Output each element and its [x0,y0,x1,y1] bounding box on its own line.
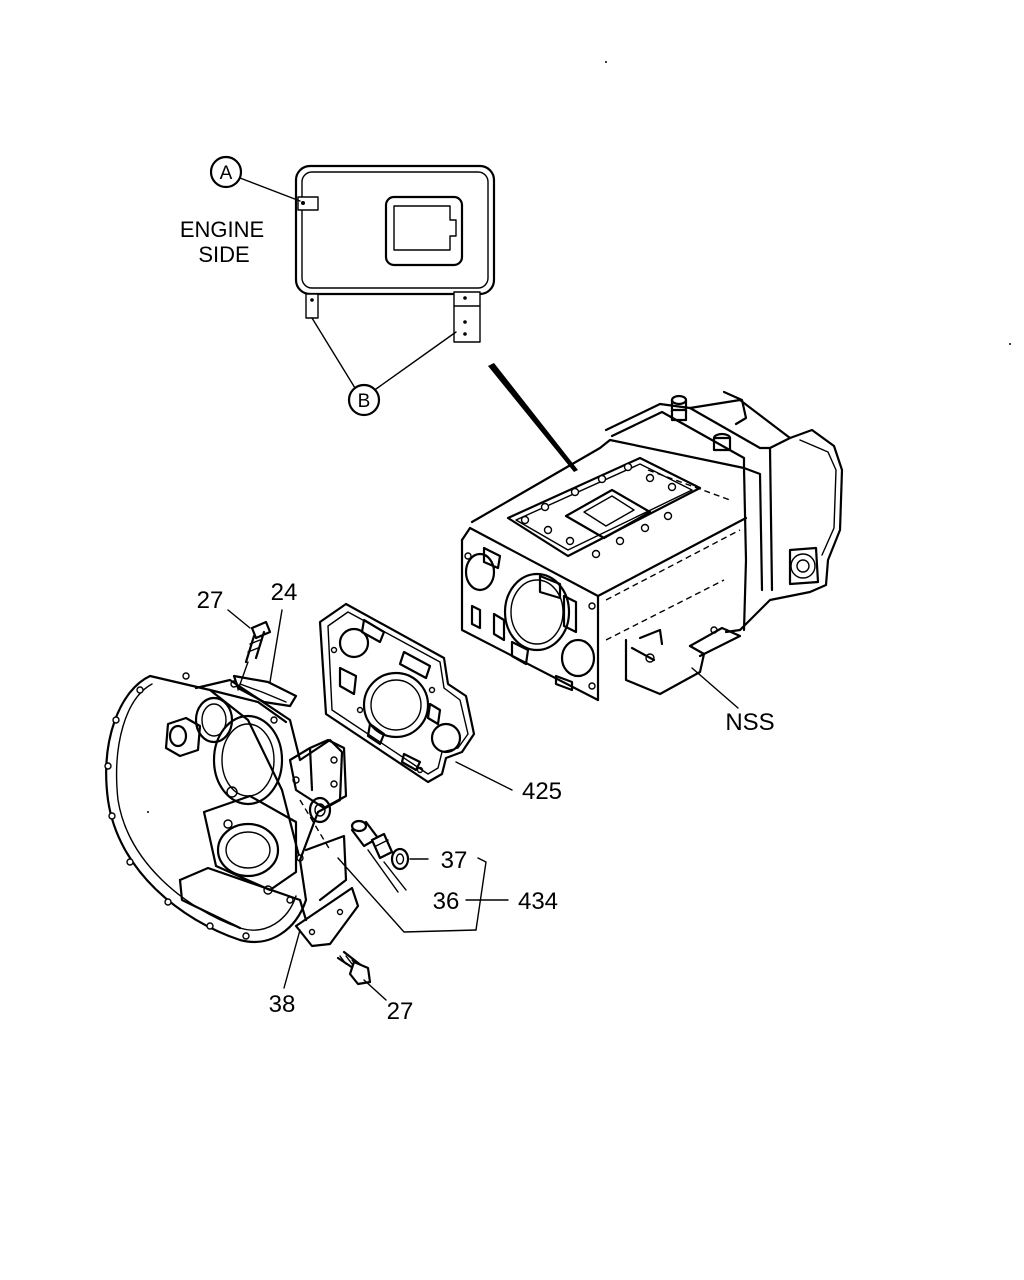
callout-a: A [209,155,301,202]
gasket-425 [318,602,513,791]
cover-plate-38 [283,886,360,989]
label-27-bottom: 27 [387,998,414,1025]
transmission-case [460,390,844,709]
engine-side-inset: A ENGINE SIDE B [180,155,496,417]
label-24: 24 [271,579,298,606]
plug-36 [350,819,394,860]
label-36: 36 [433,888,460,915]
clutch-housing [104,672,348,943]
kit-434-bracket [337,857,509,933]
scan-speck [147,811,149,813]
callout-b-label: B [358,391,371,412]
engine-side-line2: SIDE [198,242,249,267]
label-nss: NSS [725,709,774,736]
label-434: 434 [518,888,558,915]
label-37: 37 [441,847,468,874]
label-425: 425 [522,778,562,805]
scan-speck [1009,343,1011,345]
engine-side-line1: ENGINE [180,217,264,242]
inset-pointer-leader [488,363,578,472]
callout-a-label: A [220,163,233,184]
callout-b: B [311,317,457,417]
bolt-27-bottom [336,950,387,1001]
label-27-top: 27 [197,587,224,614]
label-38: 38 [269,991,296,1018]
scan-speck [605,61,607,63]
washer-37 [390,847,429,871]
